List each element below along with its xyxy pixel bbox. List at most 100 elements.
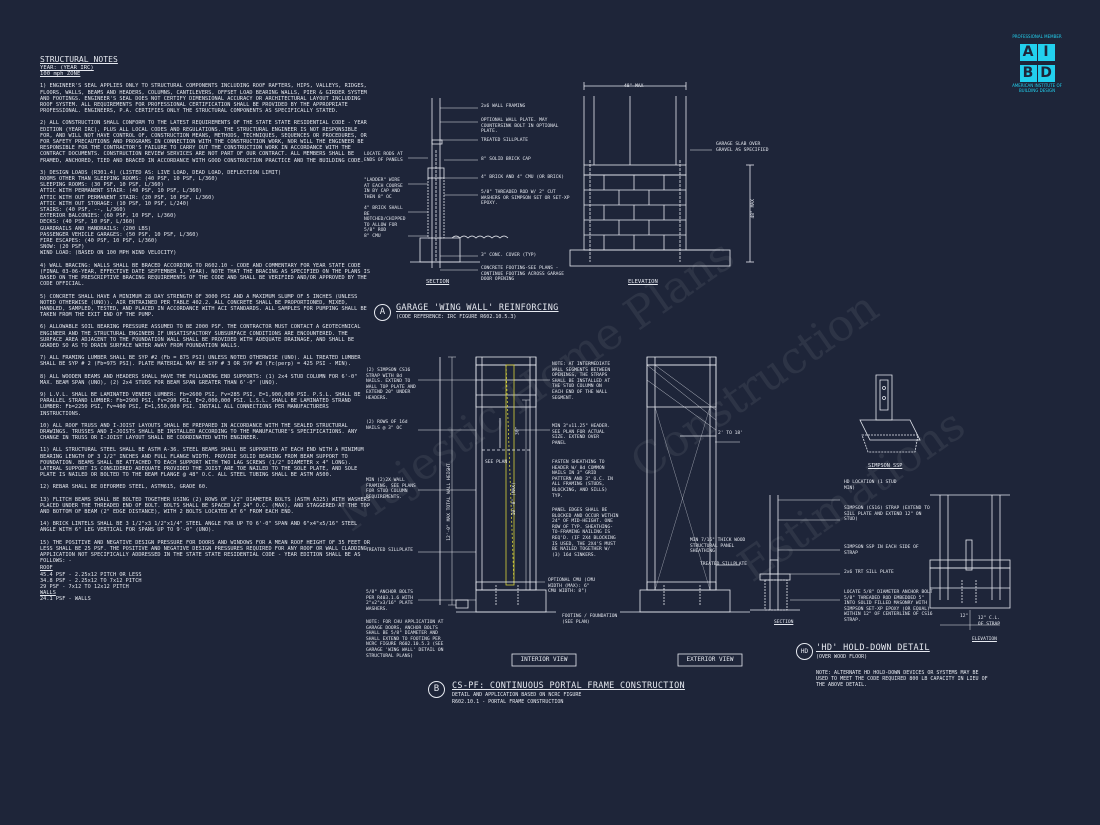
hold-down-elevation [929, 494, 1011, 630]
note-paragraph: 9) L.V.L. SHALL BE LAMINATED VENEER LUMB… [40, 391, 361, 417]
detail-b-title: CS-PF: CONTINUOUS PORTAL FRAME CONSTRUCT… [452, 681, 685, 691]
detail-b-subtitle: DETAIL AND APPLICATION BASED ON NCRC FIG… [452, 692, 582, 698]
note-paragraph: 7) ALL FRAMING LUMBER SHALL BE SYP #2 (F… [40, 355, 361, 368]
dim-max-height: 48" MAX [750, 199, 756, 219]
note-paragraph: 3) DESIGN LOADS (R301.4) (LISTED AS: LIV… [40, 169, 282, 257]
note-paragraph: 12) REBAR SHALL BE DEFORMED STEEL, ASTM6… [40, 484, 209, 491]
callout: NOTE: AT INTERMEDIATE WALL SEGMENTS BETW… [552, 362, 611, 401]
dim-wall-height: 12'-0" MAX TOTAL WALL HEIGHT [447, 463, 453, 541]
callout: SIMPSON (CS16) STRAP (EXTEND TO SILL PLA… [844, 506, 930, 523]
note-paragraph: 10) ALL ROOF TRUSS AND I-JOIST LAYOUTS S… [40, 422, 358, 442]
detail-marker-a: A [374, 304, 391, 321]
callout: FASTEN SHEATHING TO HEADER W/ 8d COMMON … [552, 460, 613, 499]
hd-section-label: SECTION [774, 620, 794, 625]
callout: LOCATE 5/8" DIAMETER ANCHOR BOLT 5/8" TH… [844, 590, 933, 623]
callout: 4" BRICK AND 4" CMU (OR BRICK) [481, 175, 564, 180]
callout: (2) ROWS OF 16d NAILS @ 3" OC [366, 420, 408, 431]
callout: 8" SOLID BRICK CAP [481, 157, 531, 162]
portal-frame-interior [439, 356, 556, 613]
dim-width: 2' TO 18' [718, 431, 743, 436]
dim-12: 12" [960, 614, 969, 619]
walls-heading: WALLS [40, 590, 56, 597]
dim-header-max: 10'-0" (MAX) [511, 482, 517, 516]
note-paragraph: 6) ALLOWABLE SOIL BEARING PRESSURE ASSUM… [40, 324, 361, 349]
callout: TREATED SILLPLATE [481, 138, 529, 143]
wing-wall-section [410, 98, 509, 268]
note-paragraph: 4) WALL BRACING: WALLS SHALL BE BRACED A… [40, 262, 371, 288]
callout: "LADDER" WIRE AT EACH COURSE IN BY CAP A… [364, 178, 403, 200]
roof-heading: ROOF [40, 565, 53, 572]
callout: PANEL EDGES SHALL BE BLOCKED AND OCCUR W… [552, 508, 619, 558]
section-label: SECTION [426, 279, 450, 285]
note-paragraph: 2) ALL CONSTRUCTION SHALL CONFORM TO THE… [40, 120, 367, 164]
callout: FOOTING / FOUNDATION (SEE PLAN) [562, 614, 618, 625]
note-paragraph: 8) ALL WOODEN BEAMS AND HEADERS SHALL HA… [40, 373, 358, 386]
callout: (2) SIMPSON CS16 STRAP WITH 8d NAILS. EX… [366, 368, 416, 401]
logo-bottom-text: AMERICAN INSTITUTE OF BUILDING DESIGN [1012, 83, 1062, 93]
detail-marker-hd: HD [796, 643, 813, 660]
callout: 5/8" THREADED ROD W/ 2" CUT WASHERS OR S… [481, 190, 570, 207]
detail-marker-b: B [428, 681, 445, 698]
logo-letter: I [1037, 44, 1055, 61]
portal-frame-exterior [620, 356, 750, 613]
dim-max-width: 48" MAX [624, 84, 644, 89]
callout: GARAGE SLAB OVER GRAVEL AS SPECIFIED [716, 142, 769, 153]
detail-hd-subtitle: (OVER WOOD FLOOR) [816, 654, 868, 660]
callout: HD LOCATION (1 STUD MIN) [844, 480, 897, 491]
roof-line: 34.8 PSF - 2.25x12 TO 7x12 PITCH [40, 577, 142, 584]
detail-hd-title: 'HD' HOLD-DOWN DETAIL [816, 643, 930, 653]
notes-wind-zone: 100 mph ZONE [40, 71, 81, 78]
hold-down-section [750, 495, 840, 611]
detail-a-subtitle: (CODE REFERENCE: IRC FIGURE R602.10.5.3) [396, 314, 517, 320]
callout: OPTIONAL WALL PLATE. MAY COUNTERSINK BOL… [481, 118, 559, 135]
callout: LOCATE RODS AT ENDS OF PANELS [364, 152, 403, 163]
callout: 5/8" ANCHOR BOLTS PER R403.1.6 WITH 2"x2… [366, 590, 414, 612]
callout: 3" CONC. COVER (TYP) [481, 253, 537, 258]
callout: TREATED SILLPLATE [366, 548, 414, 553]
exterior-view-label: EXTERIOR VIEW [686, 656, 734, 663]
wing-wall-elevation [569, 82, 754, 267]
callout: SIMPSON SSP IN EACH SIDE OF STRAP [844, 545, 919, 556]
notes-title: STRUCTURAL NOTES [40, 55, 118, 64]
roof-line: 29 PSF - 7x12 TO 12x12 PITCH [40, 584, 129, 591]
note-paragraph: 13) FLITCH BEAMS SHALL BE BOLTED TOGETHE… [40, 496, 371, 515]
callout: MIN (2)2X WALL FRAMING, SEE PLANS FOR ST… [366, 478, 416, 500]
hd-note: NOTE: ALTERNATE HD HOLD-DOWN DEVICES OR … [816, 670, 988, 688]
note-paragraph: 5) CONCRETE SHALL HAVE A MINIMUM 28 DAY … [40, 293, 367, 319]
note-paragraph: 1) ENGINEER'S SEAL APPLIES ONLY TO STRUC… [40, 83, 367, 115]
simpson-ssp-part [859, 374, 921, 453]
note-paragraph: 14) BRICK LINTELS SHALL BE 3 1/2"x3 1/2"… [40, 521, 358, 534]
walls-line: 24.1 PSF - WALLS [40, 596, 91, 603]
simpson-ssp-label: SIMPSON SSP [868, 463, 903, 469]
callout: MIN 7/16" THICK WOOD STRUCTURAL PANEL SH… [690, 538, 746, 555]
callout: 2x6 TRT SILL PLATE [844, 570, 894, 575]
interior-view-label: INTERIOR VIEW [520, 656, 568, 663]
notes-year: YEAR: (YEAR IRC) [40, 65, 94, 71]
callout: TREATED SILLPLATE [700, 562, 748, 567]
callout: NOTE: FOR CHU APPLICATION AT GARAGE DOOR… [366, 620, 444, 659]
callout: OPTIONAL CMU (CMU WIDTH (MAX): 6" CMU WI… [548, 578, 596, 595]
callout: 2x6 WALL FRAMING [481, 104, 526, 109]
note-paragraph: 11) ALL STRUCTURAL STEEL SHALL BE ASTM A… [40, 447, 364, 479]
callout: 4" BRICK SHALL BE NOTCHED/CHIPPED TO ALL… [364, 206, 406, 234]
logo-letter: B [1019, 64, 1037, 82]
callout: MIN 3"x11.25" HEADER. SEE PLAN FOR ACTUA… [552, 424, 611, 446]
logo-top-text: PROFESSIONAL MEMBER [1012, 34, 1062, 39]
callout: SEE PLAN [485, 460, 508, 465]
elevation-label: ELEVATION [628, 279, 658, 285]
hd-elevation-label: ELEVATION [972, 637, 997, 642]
callout: 8" CMU [364, 234, 381, 239]
dim-12-strap: 12" C.L. OF STRAP [977, 616, 1001, 627]
logo-letter: D [1037, 64, 1055, 82]
logo-letter: A [1019, 44, 1037, 61]
roof-line: 45.4 PSF - 2.25x12 PITCH OR LESS [40, 571, 142, 578]
dim-header-30: 30" [515, 426, 521, 435]
callout: CONCRETE FOOTING-SEE PLANS - CONTINUE FO… [481, 266, 564, 283]
structural-notes: STRUCTURAL NOTES YEAR: (YEAR IRC) 100 mp… [40, 55, 370, 603]
note-paragraph: 15) THE POSITIVE AND NEGATIVE DESIGN PRE… [40, 539, 371, 565]
detail-a-title: GARAGE 'WING WALL' REINFORCING [396, 303, 559, 313]
detail-b-subtitle: R602.10.1 - PORTAL FRAME CONSTRUCTION [452, 699, 564, 705]
